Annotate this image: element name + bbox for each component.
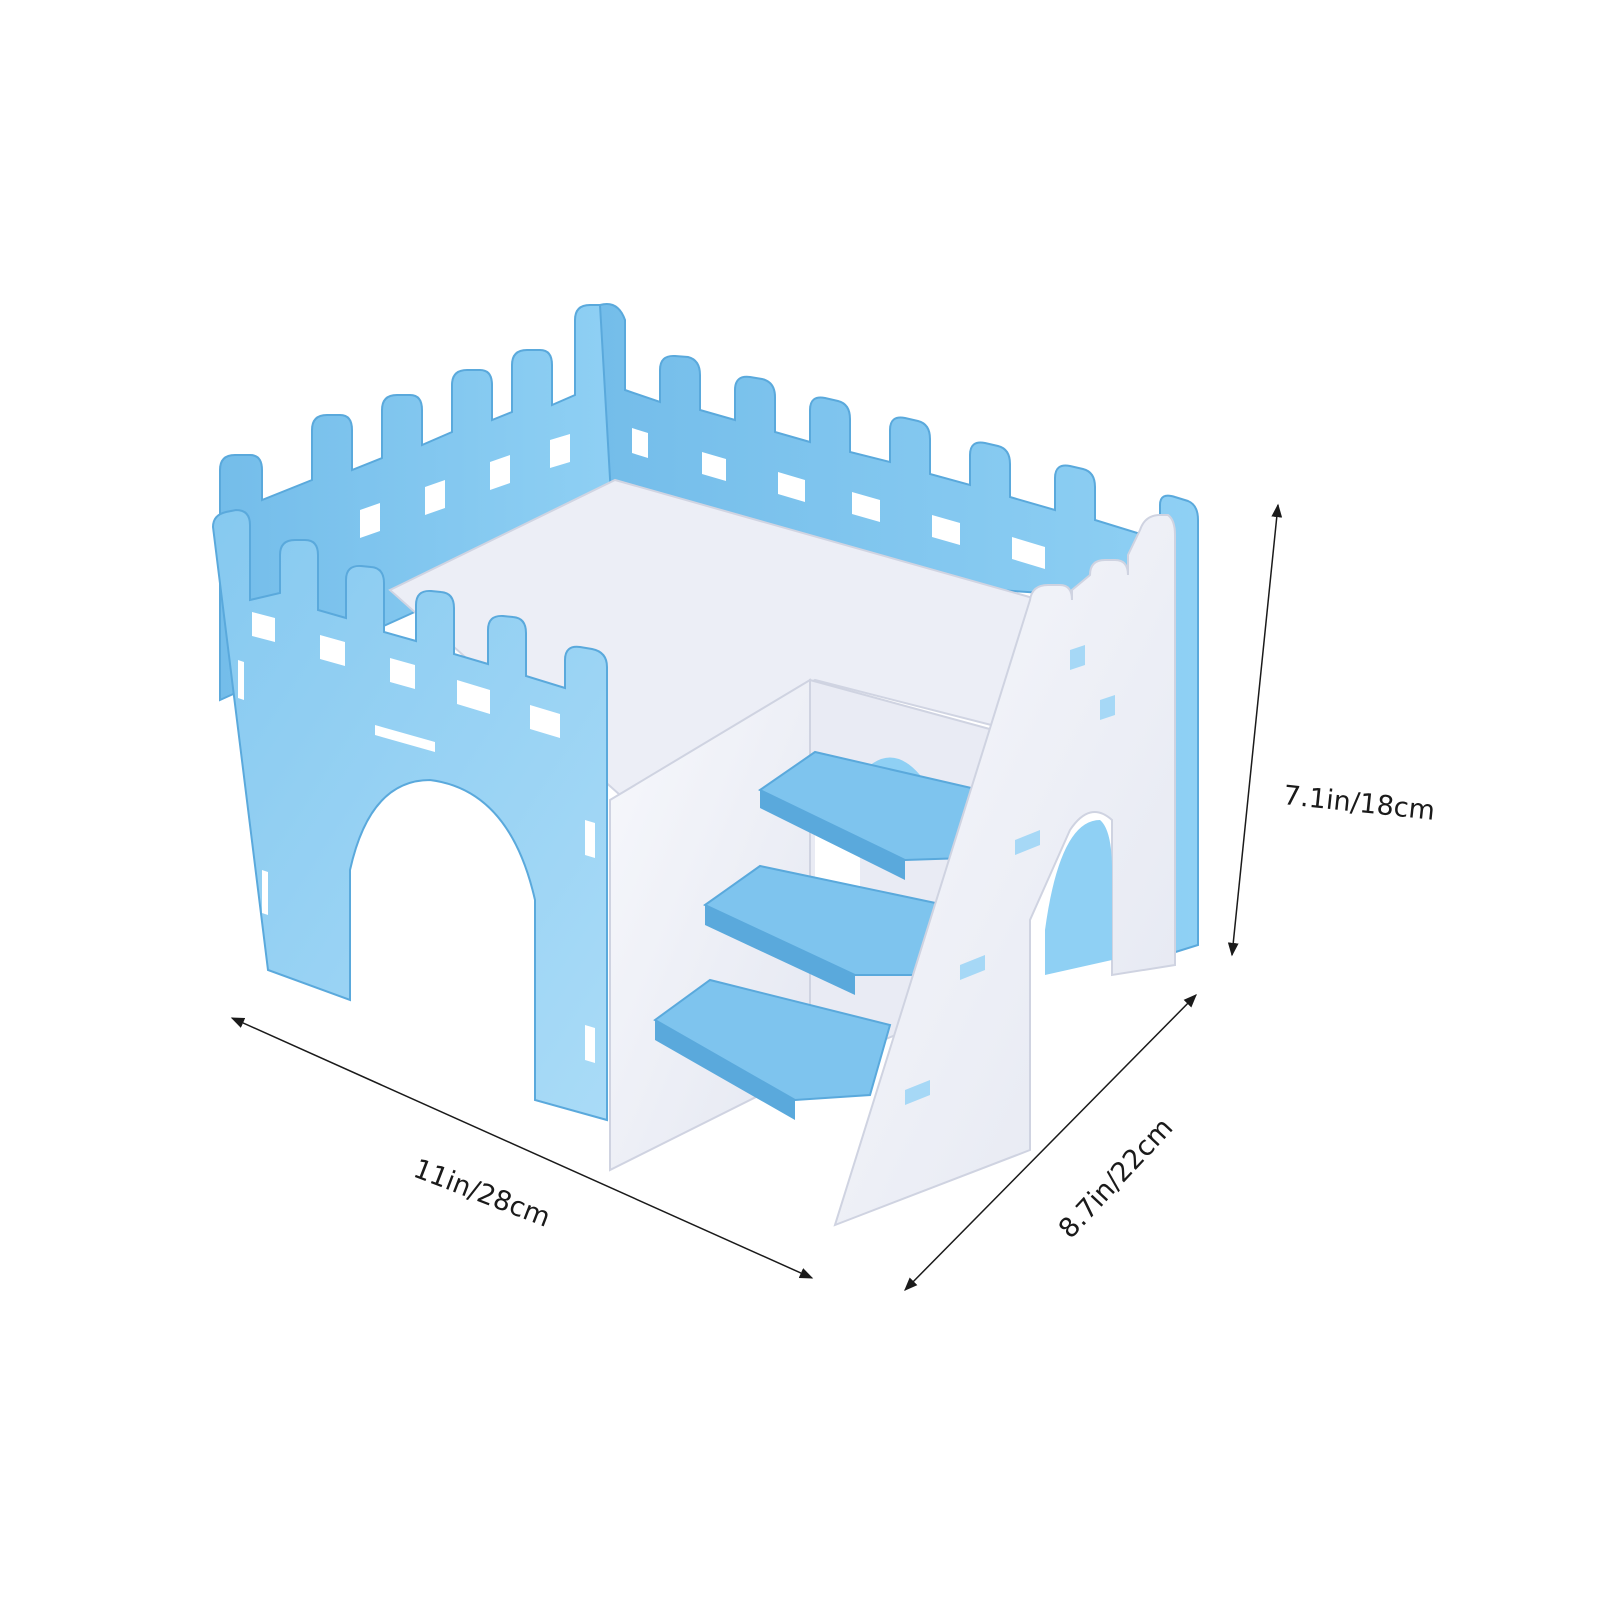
width-dimension-line <box>230 1017 814 1279</box>
depth-dimension-line <box>904 994 1197 1291</box>
front-left-wall <box>211 508 608 1122</box>
height-dimension-line <box>1227 503 1283 957</box>
back-right-fence <box>598 303 1199 962</box>
back-left-fence <box>219 304 619 702</box>
fence-windows <box>360 428 1045 569</box>
dimension-lines <box>230 503 1283 1291</box>
